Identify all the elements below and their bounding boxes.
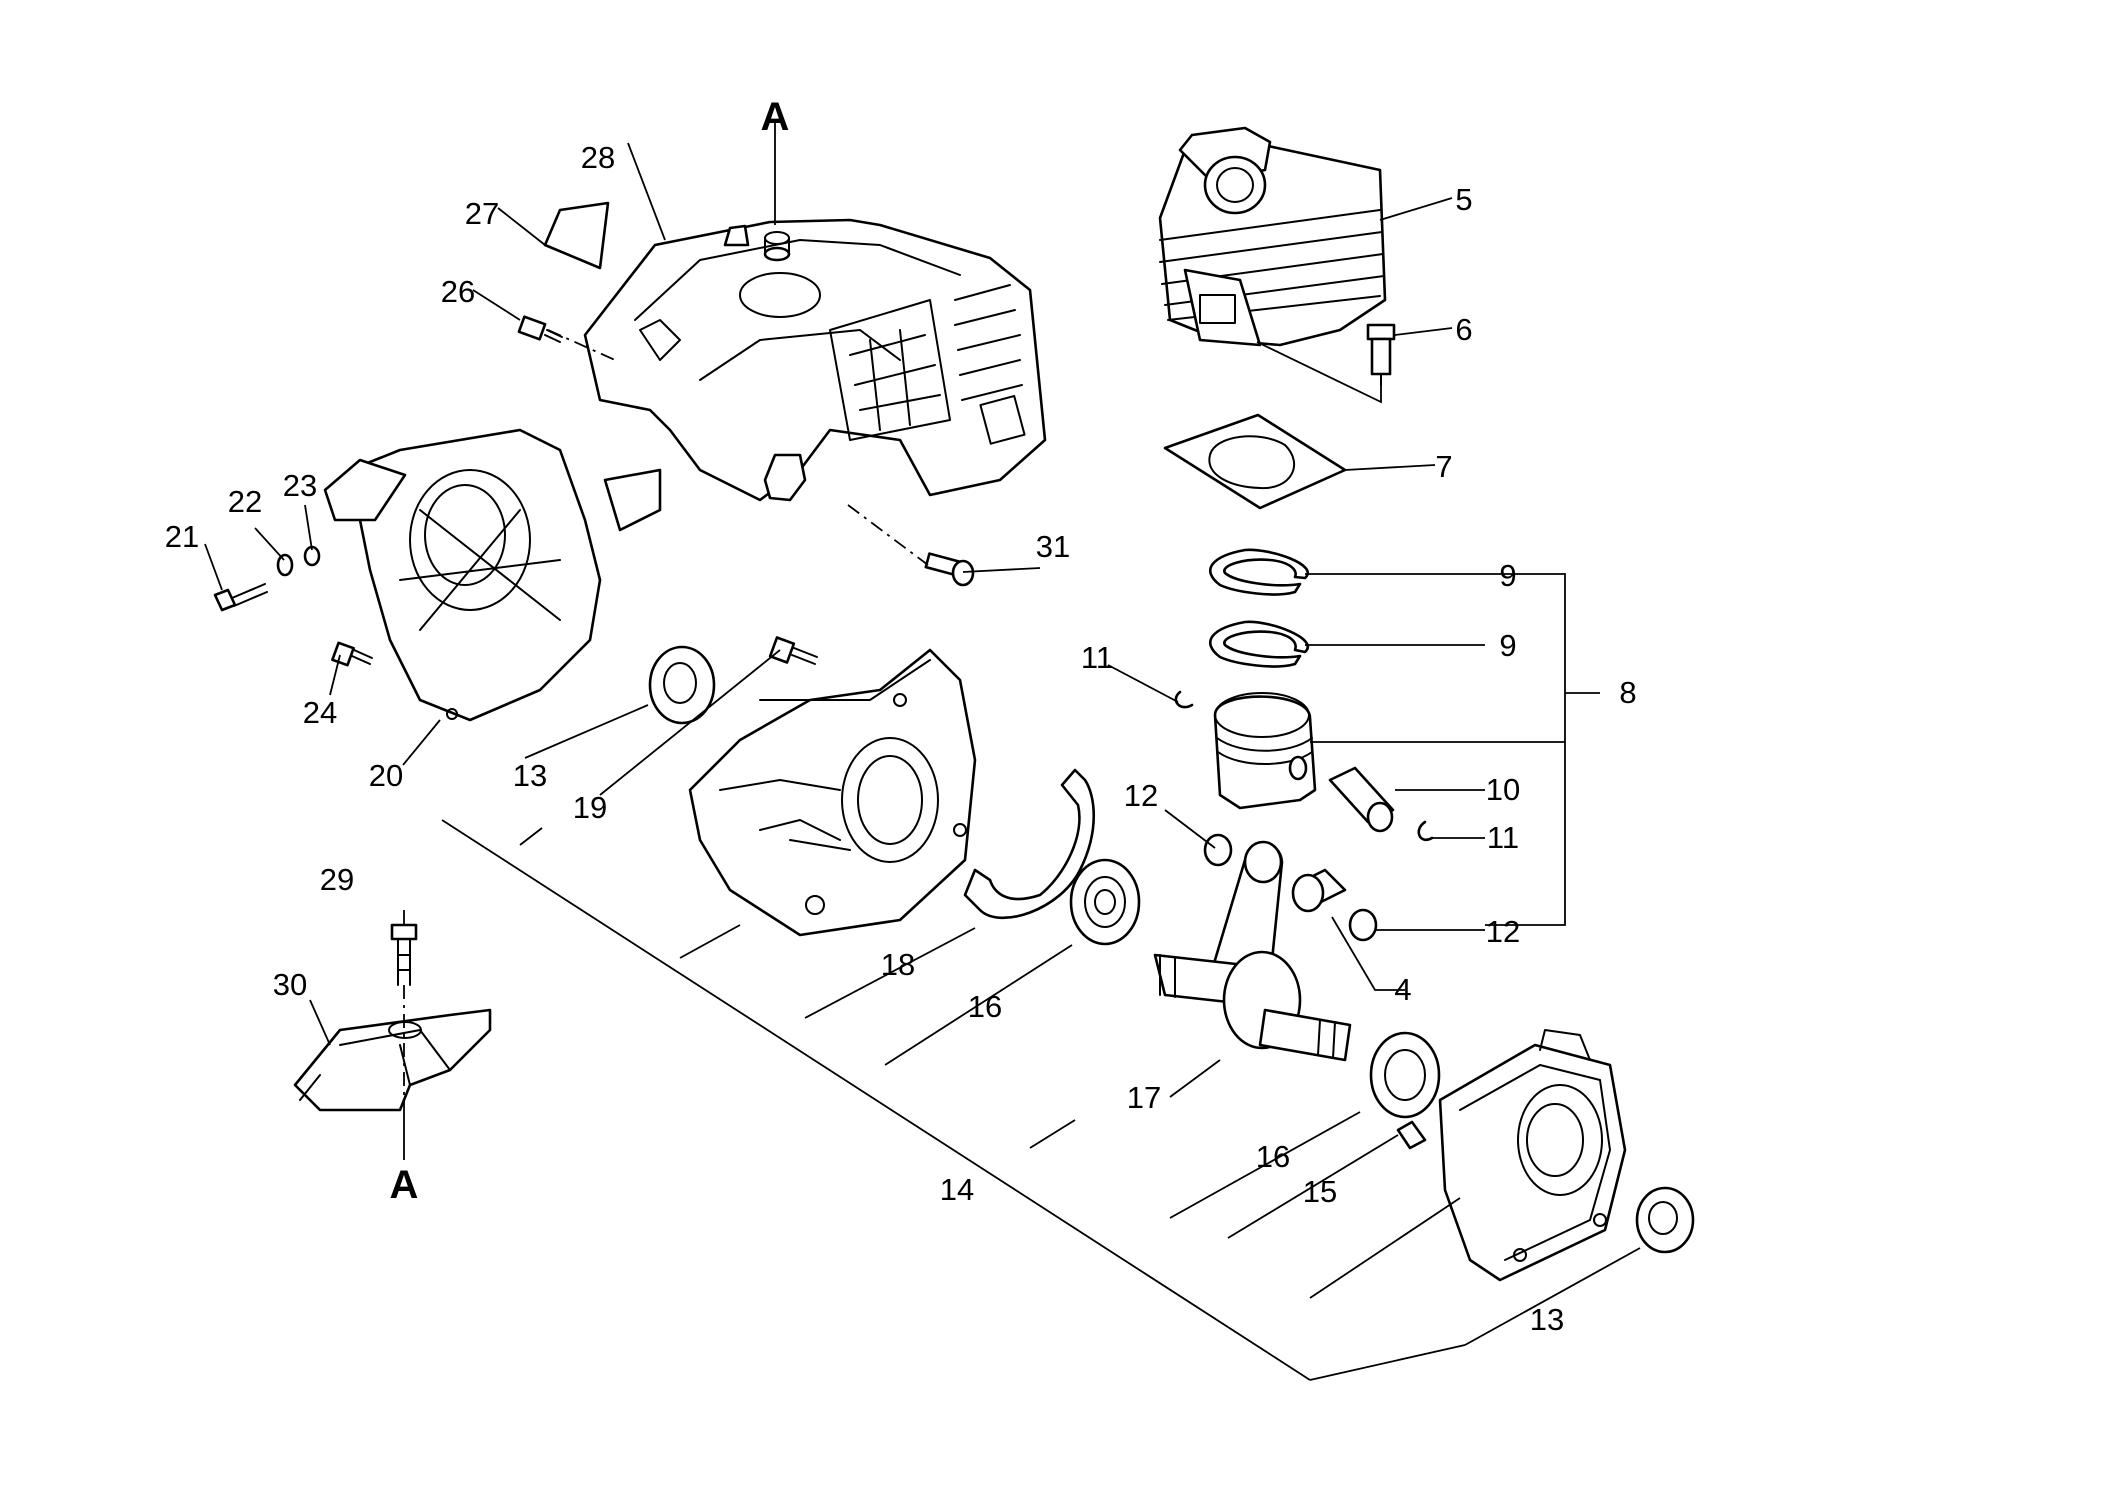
- crankcase-right-part: [1438, 1029, 1627, 1282]
- callout-27: 27: [465, 196, 499, 231]
- pin-15-part: [1396, 1120, 1427, 1150]
- callout-labels: A A 28 27 26 31 5 6 7 9 9 8 10 11 12 11 …: [165, 95, 1637, 1337]
- callout-6: 6: [1455, 312, 1472, 347]
- callout-7: 7: [1435, 449, 1452, 484]
- circlip-11-lower-part: [1417, 820, 1434, 841]
- needle-bearing-4-part: [1291, 868, 1347, 913]
- piston-pin-10-part: [1328, 766, 1395, 833]
- screw-31-part: [924, 552, 975, 587]
- callout-26: 26: [441, 274, 475, 309]
- cylinder-gasket-7-part: [1163, 413, 1347, 510]
- leader-lines: [204, 120, 1641, 1381]
- callout-23: 23: [283, 468, 317, 503]
- callout-13-right: 13: [1530, 1302, 1564, 1337]
- piston-ring-9-lower-part: [1208, 620, 1309, 668]
- callout-22: 22: [228, 484, 262, 519]
- reference-label-a-top: A: [761, 95, 790, 139]
- callout-5: 5: [1455, 182, 1472, 217]
- cylinder-5-part: [1158, 126, 1387, 347]
- bearing-16-lower-part: [1369, 1031, 1441, 1119]
- callout-10: 10: [1486, 772, 1520, 807]
- callout-9-upper: 9: [1499, 558, 1516, 593]
- label-part: [543, 201, 610, 270]
- callout-30: 30: [273, 967, 307, 1002]
- reference-label-a-bottom: A: [390, 1163, 419, 1207]
- bearing-16-upper-part: [1069, 858, 1141, 946]
- callout-18: 18: [881, 947, 915, 982]
- callout-8: 8: [1619, 675, 1636, 710]
- circlip-11-upper-part: [1174, 690, 1194, 709]
- callout-11-upper: 11: [1081, 640, 1113, 675]
- callout-16-lower: 16: [1256, 1139, 1290, 1174]
- callout-15: 15: [1303, 1174, 1337, 1209]
- callout-14: 14: [940, 1172, 974, 1207]
- callout-20: 20: [369, 758, 403, 793]
- piston-ring-9-upper-part: [1208, 548, 1309, 596]
- screw-29-part: [390, 923, 418, 986]
- bolt-19-part: [768, 636, 818, 665]
- screw-24-part: [331, 641, 373, 667]
- fan-housing-part: [323, 428, 662, 722]
- bolt-21-part: [213, 583, 268, 612]
- callout-9-lower: 9: [1499, 628, 1516, 663]
- spark-plug-6-part: [1366, 323, 1396, 386]
- callout-29: 29: [320, 862, 354, 897]
- gasket-18-part: [963, 768, 1096, 920]
- seal-13-left-part: [648, 645, 716, 725]
- seal-13-right-part: [1635, 1186, 1695, 1254]
- callout-12-upper: 12: [1124, 778, 1158, 813]
- callout-17: 17: [1127, 1080, 1161, 1115]
- screw-26-part: [517, 315, 563, 343]
- callout-28: 28: [581, 140, 615, 175]
- washer-22-part: [276, 553, 294, 577]
- callout-4: 4: [1394, 972, 1411, 1007]
- bracket-30-part: [293, 1008, 492, 1112]
- callout-12-lower: 12: [1486, 914, 1520, 949]
- washer-12-lower-part: [1348, 908, 1378, 942]
- engine-cover-part: [583, 218, 1047, 502]
- crankcase-half-part: [688, 648, 977, 937]
- callout-31: 31: [1036, 529, 1070, 564]
- washer-12-upper-part: [1203, 833, 1233, 867]
- crankshaft-17-part: [1153, 840, 1352, 1062]
- callout-11-lower: 11: [1487, 820, 1519, 855]
- callout-21: 21: [165, 519, 199, 554]
- callout-16-upper: 16: [968, 989, 1002, 1024]
- piston-part: [1213, 692, 1317, 810]
- callout-13-left: 13: [513, 758, 547, 793]
- callout-19: 19: [573, 790, 607, 825]
- callout-24: 24: [303, 695, 337, 730]
